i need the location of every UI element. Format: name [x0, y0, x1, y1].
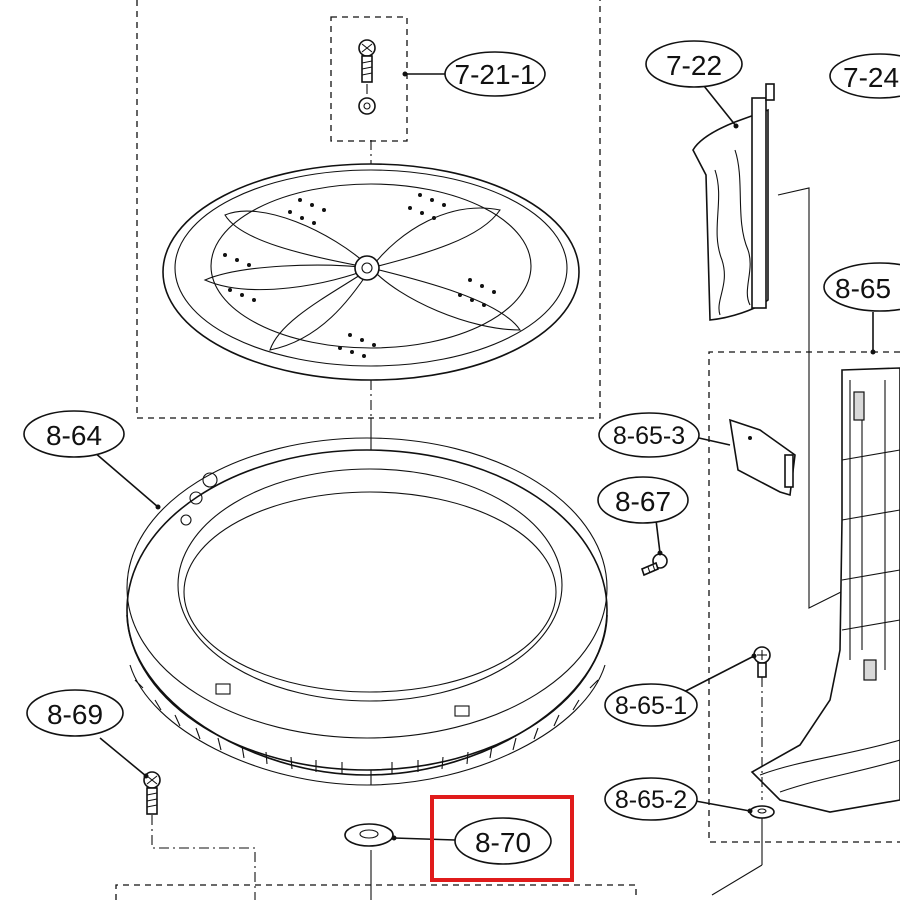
svg-text:7-21-1: 7-21-1 — [455, 59, 536, 90]
svg-text:8-67: 8-67 — [615, 486, 671, 517]
callout-8-64[interactable]: 8-64 — [23, 410, 125, 458]
pulsator-washplate-part — [162, 163, 580, 381]
callout-7-21-1[interactable]: 7-21-1 — [444, 51, 546, 97]
washer-8-65-2-part — [711, 805, 775, 896]
callout-8-69[interactable]: 8-69 — [26, 689, 124, 737]
callout-7-22[interactable]: 7-22 — [645, 40, 743, 88]
callout-8-65-2[interactable]: 8-65-2 — [604, 777, 698, 821]
bolt-7-21-1-part — [358, 39, 376, 115]
svg-text:7-24: 7-24 — [843, 62, 899, 93]
tub-ring-part — [126, 437, 608, 786]
callout-7-24[interactable]: 7-24 — [829, 53, 900, 99]
svg-text:8-64: 8-64 — [46, 420, 102, 451]
svg-text:8-70: 8-70 — [475, 827, 531, 858]
highlight-box — [430, 795, 574, 882]
svg-text:8-65-1: 8-65-1 — [615, 692, 687, 720]
callout-8-70[interactable]: 8-70 — [454, 817, 552, 865]
callout-8-65-3[interactable]: 8-65-3 — [598, 412, 700, 458]
screw-8-65-1-part — [753, 646, 771, 800]
svg-text:8-65: 8-65 — [835, 273, 891, 304]
svg-text:8-65-3: 8-65-3 — [613, 422, 685, 450]
screw-8-67-part — [641, 553, 668, 577]
pulsator-assembly-box — [136, 0, 601, 419]
cover-8-65-3-part — [729, 418, 796, 497]
drain-housing-8-65-part — [750, 367, 900, 813]
lower-assembly-box — [115, 884, 637, 900]
svg-text:8-69: 8-69 — [47, 699, 103, 730]
callout-8-67[interactable]: 8-67 — [597, 476, 689, 524]
svg-text:7-22: 7-22 — [666, 50, 722, 81]
bolt-8-69-part — [143, 771, 256, 900]
callout-8-65-1[interactable]: 8-65-1 — [604, 683, 698, 727]
lint-filter-7-22-part — [692, 83, 775, 321]
bolt-detail-box — [330, 16, 408, 142]
callout-8-65[interactable]: 8-65 — [823, 262, 900, 312]
washer-8-70-part — [344, 823, 394, 847]
svg-text:8-65-2: 8-65-2 — [615, 786, 687, 814]
